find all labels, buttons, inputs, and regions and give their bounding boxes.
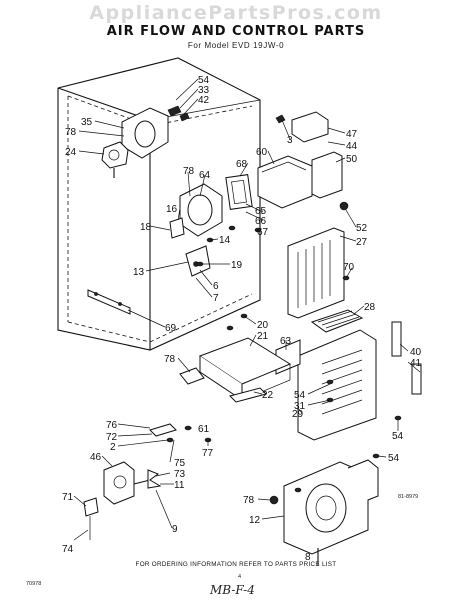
part-label: 52 bbox=[356, 223, 368, 234]
ordering-footer: FOR ORDERING INFORMATION REFER TO PARTS … bbox=[136, 561, 337, 568]
part-label: 65 bbox=[255, 206, 267, 217]
part-label: 11 bbox=[174, 480, 185, 491]
part-label: 21 bbox=[257, 331, 269, 342]
part-label: 76 bbox=[106, 420, 118, 431]
part-label: 66 bbox=[255, 216, 267, 227]
part-label: 61 bbox=[198, 424, 210, 435]
part-label: 74 bbox=[62, 544, 74, 555]
leader-lines bbox=[73, 78, 421, 541]
damper-control bbox=[101, 141, 129, 178]
part-labels: 54 33 42 35 78 24 3 47 44 60 50 68 78 64… bbox=[62, 75, 422, 563]
part-label: 78 bbox=[183, 166, 195, 177]
part-label: 72 bbox=[106, 432, 118, 443]
part-label: 22 bbox=[262, 390, 274, 401]
part-label: 24 bbox=[65, 147, 77, 158]
part-label: 63 bbox=[280, 336, 292, 347]
part-label: 27 bbox=[356, 237, 368, 248]
fan-housing-lower bbox=[269, 459, 379, 566]
drawing-code-right: 81-8979 bbox=[398, 494, 418, 500]
part-label: 40 bbox=[410, 347, 422, 358]
part-label: 29 bbox=[292, 409, 304, 420]
part-label: 78 bbox=[164, 354, 176, 365]
part-label: 50 bbox=[346, 154, 358, 165]
part-label: 46 bbox=[90, 452, 102, 463]
part-label: 6 bbox=[213, 281, 219, 292]
part-label: 33 bbox=[198, 85, 210, 96]
part-label: 44 bbox=[346, 141, 358, 152]
part-label: 41 bbox=[410, 358, 422, 369]
part-label: 69 bbox=[165, 323, 177, 334]
page-marker: 4 bbox=[238, 574, 241, 580]
part-label: 8 bbox=[305, 552, 311, 563]
part-label: 18 bbox=[140, 222, 152, 233]
part-label: 7 bbox=[213, 293, 219, 304]
part-label: 67 bbox=[257, 227, 269, 238]
rear-panel bbox=[297, 329, 377, 441]
part-label: 13 bbox=[133, 267, 145, 278]
part-label: 47 bbox=[346, 129, 358, 140]
part-label: 70 bbox=[343, 262, 355, 273]
part-label: 78 bbox=[243, 495, 255, 506]
side-strips bbox=[391, 321, 422, 395]
gasket-frame bbox=[225, 174, 253, 210]
drain-tray bbox=[179, 337, 292, 403]
part-label: 78 bbox=[65, 127, 77, 138]
part-label: 60 bbox=[256, 147, 268, 158]
part-label: 12 bbox=[249, 515, 261, 526]
part-label: 54 bbox=[294, 390, 306, 401]
handwritten-note: MB-F-4 bbox=[209, 583, 255, 597]
part-label: 3 bbox=[287, 135, 293, 146]
watermark: AppliancePartsPros.com bbox=[89, 2, 383, 24]
part-label: 42 bbox=[198, 95, 210, 106]
drawing-code-left: 70978 bbox=[26, 581, 41, 587]
part-label: 35 bbox=[81, 117, 93, 128]
part-label: 28 bbox=[364, 302, 376, 313]
shelf-strip bbox=[87, 289, 131, 315]
part-label: 19 bbox=[231, 260, 243, 271]
part-label: 9 bbox=[172, 524, 178, 535]
part-label: 71 bbox=[62, 492, 74, 503]
fan-motor-assembly bbox=[83, 423, 177, 540]
part-label: 73 bbox=[174, 469, 186, 480]
part-label: 14 bbox=[219, 235, 231, 246]
part-label: 54 bbox=[388, 453, 400, 464]
control-housing bbox=[257, 111, 349, 211]
diagram-subtitle: For Model EVD 19JW-0 bbox=[187, 41, 285, 50]
diagram-title: AIR FLOW AND CONTROL PARTS bbox=[106, 24, 366, 39]
part-label: 31 bbox=[294, 401, 306, 412]
part-label: 54 bbox=[392, 431, 404, 442]
mounting-bracket bbox=[169, 217, 211, 277]
part-label: 54 bbox=[198, 75, 210, 86]
part-label: 16 bbox=[166, 204, 178, 215]
part-label: 2 bbox=[110, 442, 116, 453]
part-label: 20 bbox=[257, 320, 269, 331]
part-label: 75 bbox=[174, 458, 186, 469]
part-label: 68 bbox=[236, 159, 248, 170]
grille bbox=[310, 309, 364, 333]
evaporator-cover bbox=[287, 227, 345, 319]
part-label: 64 bbox=[199, 170, 211, 181]
part-label: 77 bbox=[202, 448, 214, 459]
